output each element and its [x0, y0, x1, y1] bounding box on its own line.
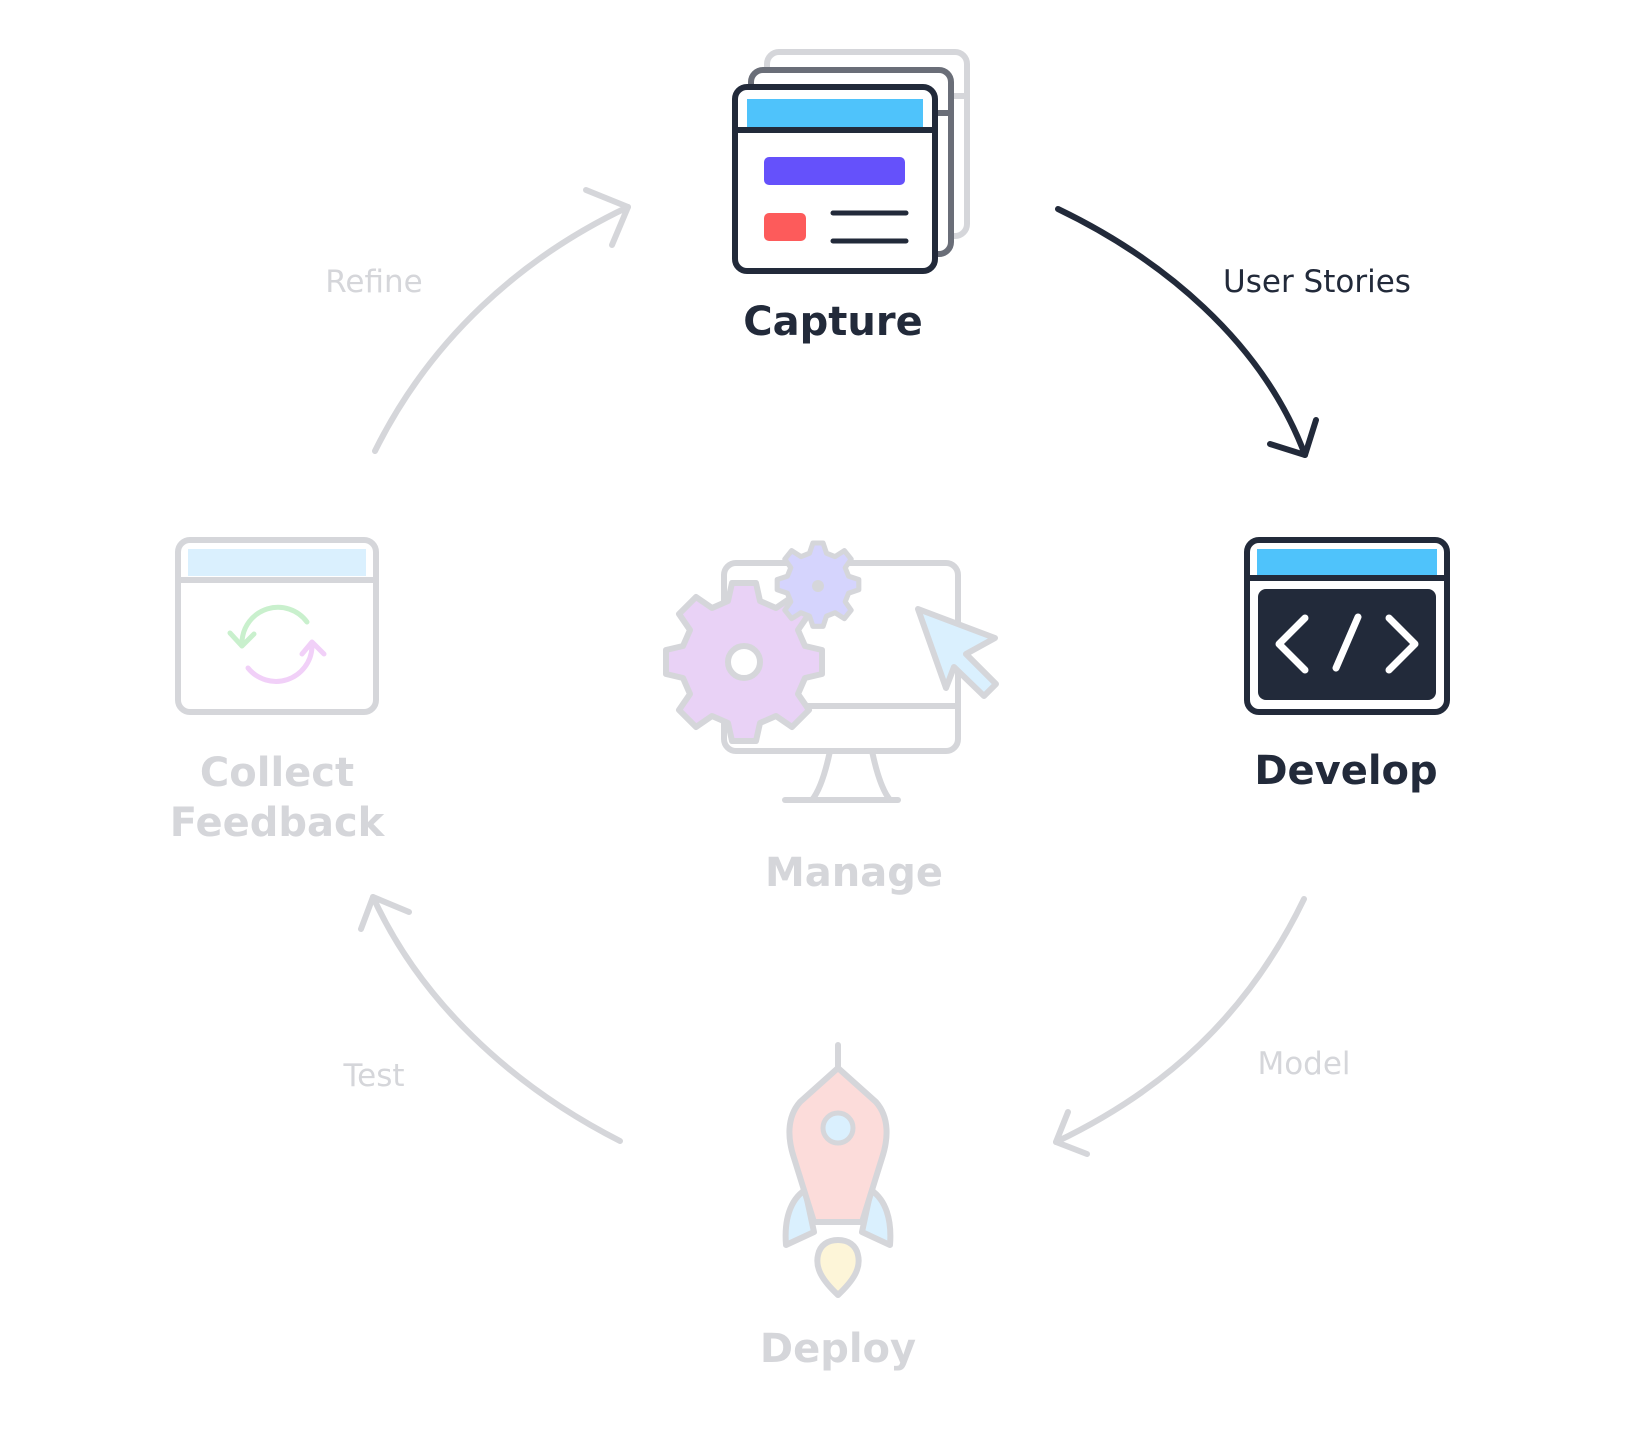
- user-stories-label: User Stories: [1223, 264, 1411, 300]
- user-stories-arrow: [1055, 206, 1319, 458]
- capture-label: Capture: [743, 299, 922, 345]
- deploy-label: Deploy: [760, 1326, 916, 1372]
- stacked-windows-icon: [732, 49, 970, 274]
- develop-label: Develop: [1254, 748, 1437, 794]
- rocket-icon: [782, 1042, 894, 1298]
- test-arrow: [358, 894, 623, 1144]
- code-window-icon: [1244, 537, 1450, 715]
- refine-arrow: [372, 187, 631, 454]
- model-label: Model: [1257, 1046, 1350, 1082]
- refine-label: Refine: [325, 264, 422, 300]
- model-arrow: [1053, 896, 1307, 1157]
- monitor-gears-icon: [663, 540, 999, 803]
- refresh-window-icon: [175, 537, 379, 715]
- collect-feedback-label-line2: Feedback: [170, 800, 386, 846]
- manage-label: Manage: [765, 850, 943, 896]
- collect-feedback-label-line1: Collect: [200, 750, 354, 796]
- test-label: Test: [342, 1058, 404, 1094]
